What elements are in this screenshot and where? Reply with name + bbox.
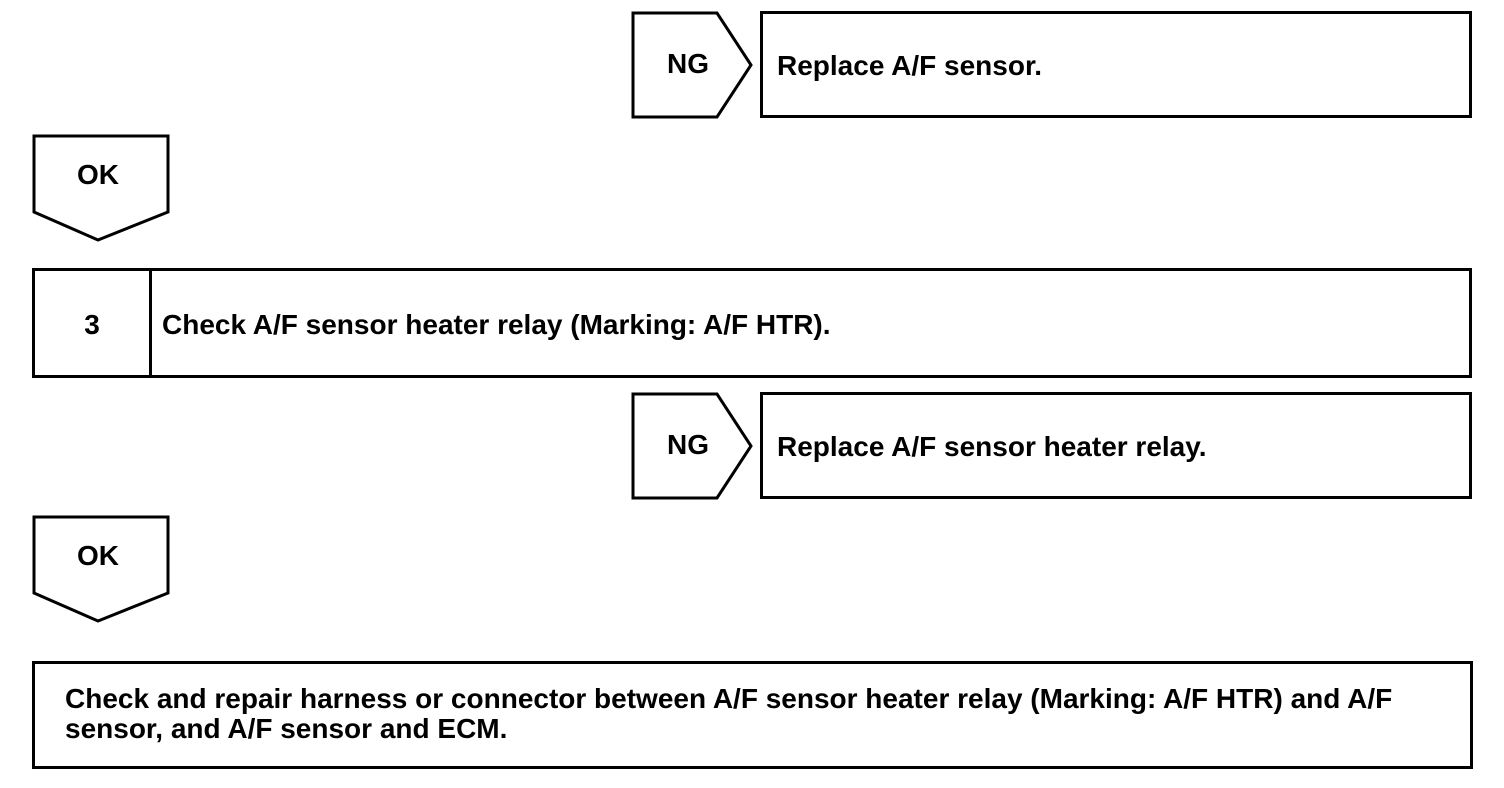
ng-arrow-1 bbox=[631, 11, 753, 119]
step-number-cell: 3 bbox=[35, 271, 152, 375]
ng-action-text-2: Replace A/F sensor heater relay. bbox=[777, 431, 1207, 462]
step-3-text: Check A/F sensor heater relay (Marking: … bbox=[162, 309, 831, 340]
step-3-box: 3 Check A/F sensor heater relay (Marking… bbox=[32, 268, 1472, 378]
ng-action-text-1: Replace A/F sensor. bbox=[777, 50, 1043, 81]
ng-action-box-2: Replace A/F sensor heater relay. bbox=[760, 392, 1472, 499]
final-step-box: Check and repair harness or connector be… bbox=[32, 661, 1473, 769]
step-number: 3 bbox=[84, 309, 100, 340]
ok-arrow-2 bbox=[32, 515, 170, 623]
ng-arrow-2 bbox=[631, 392, 753, 500]
ng-tag-2: NG bbox=[667, 429, 709, 460]
ng-action-box-1: Replace A/F sensor. bbox=[760, 11, 1472, 118]
final-step-text: Check and repair harness or connector be… bbox=[65, 683, 1393, 744]
ng-tag-1: NG bbox=[667, 48, 709, 79]
ok-tag-2: OK bbox=[77, 540, 119, 571]
ok-arrow-1 bbox=[32, 134, 170, 242]
ok-tag-1: OK bbox=[77, 159, 119, 190]
